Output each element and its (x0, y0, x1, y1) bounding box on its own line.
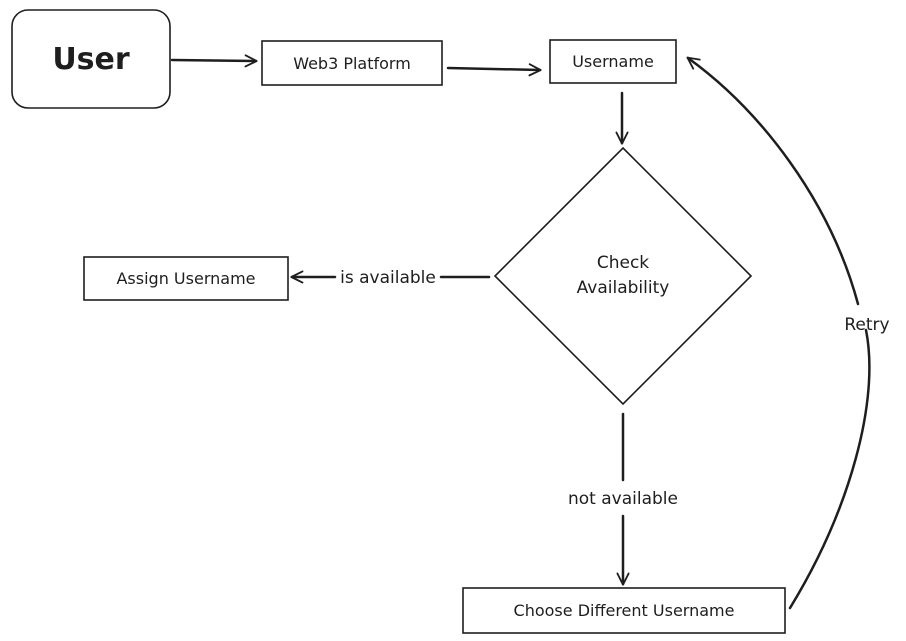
assign-username-node-shape (83, 256, 289, 301)
edge-label-retry: Retry (844, 315, 889, 335)
choose-different-username-node: Choose Different Username (462, 587, 786, 634)
user-node-shape (11, 9, 171, 109)
assign-username-node: Assign Username (83, 256, 289, 301)
user-node-label: User (52, 42, 130, 77)
check-availability-node-shape (493, 146, 753, 406)
web3-platform-node-shape (261, 40, 443, 86)
username-node-label: Username (572, 52, 654, 71)
edge-user-to-web3 (170, 54, 258, 68)
check-availability-label-line2: Availability (577, 278, 670, 298)
edge-label-is-available: is available (340, 268, 436, 288)
check-availability-node: Check Availability (493, 146, 753, 406)
edge-retry-segment-upper (686, 56, 860, 306)
check-availability-label-line1: Check (597, 253, 649, 273)
username-node-shape (549, 39, 677, 84)
edge-retry-segment-lower (788, 328, 871, 610)
choose-different-username-node-label: Choose Different Username (514, 601, 735, 620)
username-node: Username (549, 39, 677, 84)
web3-platform-node: Web3 Platform (261, 40, 443, 86)
edge-web3-to-username (446, 63, 542, 77)
edge-label-not-available: not available (568, 489, 678, 509)
web3-platform-node-label: Web3 Platform (293, 54, 411, 73)
user-node: User (11, 9, 171, 109)
assign-username-node-label: Assign Username (116, 269, 255, 288)
choose-different-username-node-shape (462, 587, 786, 634)
